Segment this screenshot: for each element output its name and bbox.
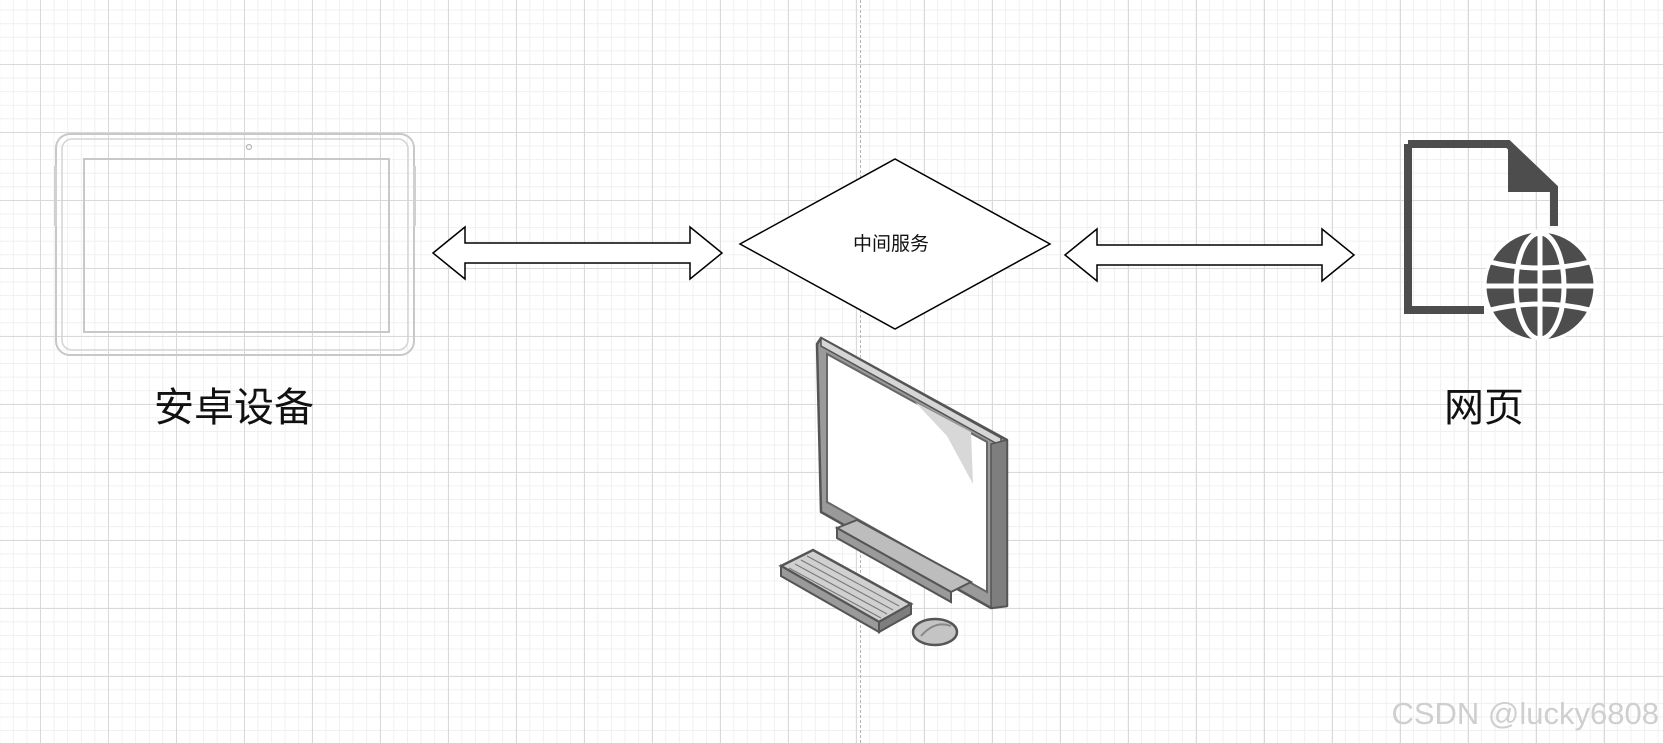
web-page-label: 网页 [1444, 385, 1524, 431]
tablet-icon[interactable] [54, 132, 418, 358]
desktop-computer-icon[interactable] [775, 336, 1015, 656]
double-arrow-left[interactable] [430, 224, 726, 282]
double-arrow-right[interactable] [1062, 226, 1358, 284]
web-page-globe-icon[interactable] [1404, 140, 1600, 340]
middleware-diamond[interactable] [738, 157, 1052, 331]
middleware-label: 中间服务 [853, 233, 930, 255]
watermark: CSDN @lucky6808 [1391, 696, 1659, 731]
android-device-label: 安卓设备 [154, 385, 314, 431]
